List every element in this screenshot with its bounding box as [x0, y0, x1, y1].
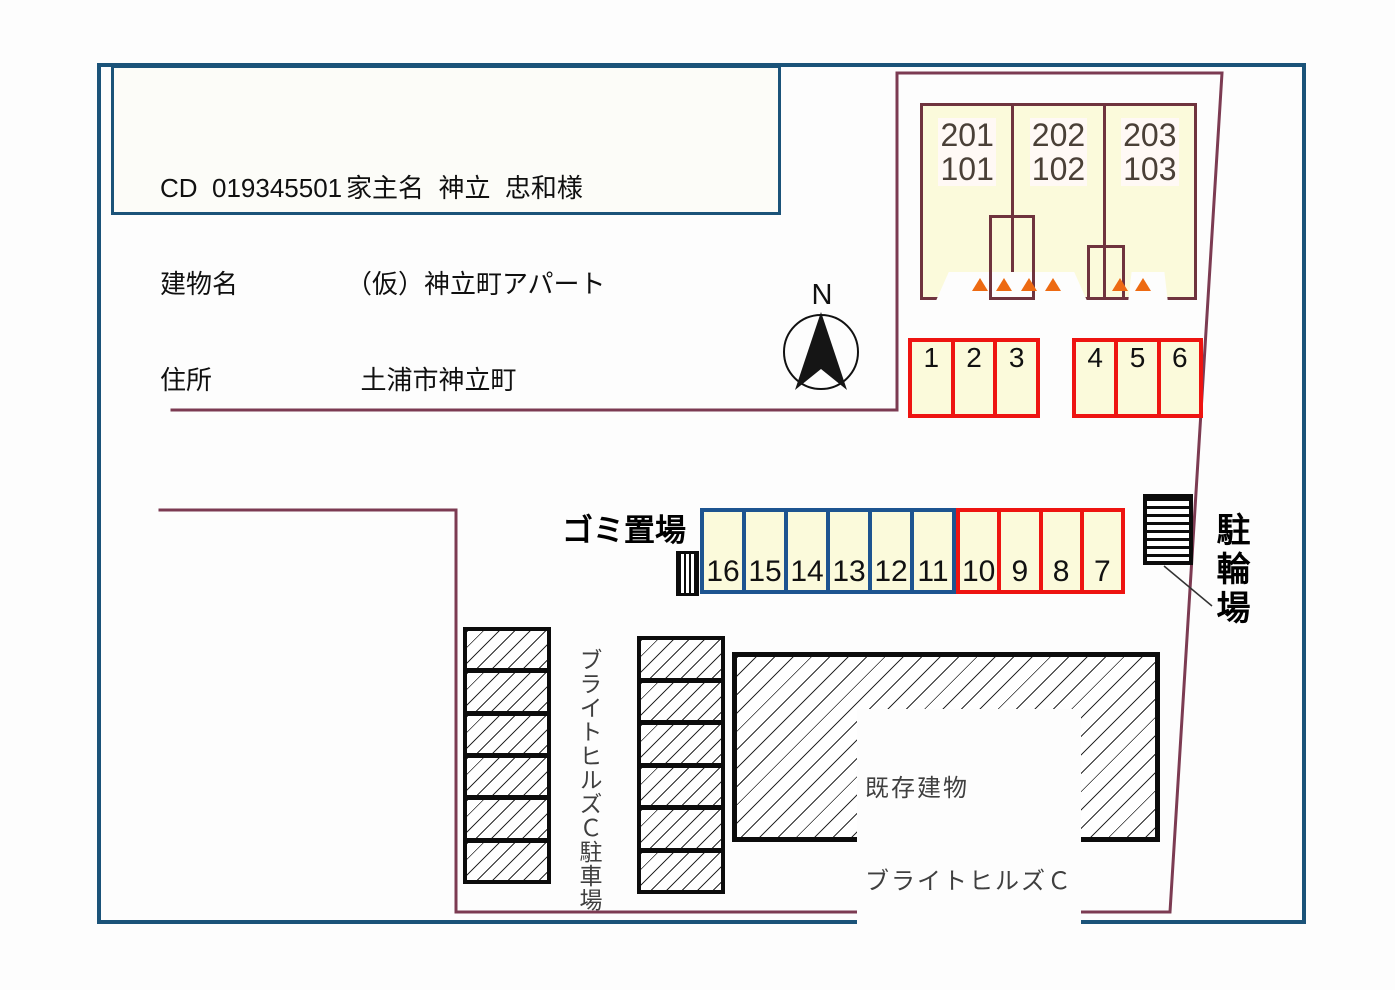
building-unit-1: 201 101	[923, 106, 1011, 297]
unit-1-numbers: 201 101	[923, 118, 1011, 186]
stall-number: 16	[706, 555, 740, 588]
unit-1-lower: 101	[938, 151, 996, 187]
entrance-marker-icon	[1045, 278, 1061, 291]
stall-number: 3	[1008, 342, 1025, 373]
garbage-area-label: ゴミ置場	[562, 513, 686, 548]
bicycle-parking-label: 駐輪場	[1211, 512, 1249, 629]
hatched-parking-bay	[467, 710, 547, 753]
info-cd-line: CD 019345501	[160, 173, 343, 203]
hatched-parking-bay	[641, 805, 721, 848]
garbage-bin-icon	[676, 551, 699, 596]
stall-number: 4	[1087, 342, 1103, 373]
stairwell-box-right	[1087, 245, 1125, 300]
hatched-parking-bay	[641, 677, 721, 720]
unit-2-upper: 202	[1029, 117, 1088, 153]
parking-stall-16: 16	[704, 512, 742, 590]
unit-1-upper: 201	[938, 117, 996, 153]
unit-3-upper: 203	[1121, 117, 1179, 153]
info-building-name-value: （仮）神立町アパート	[346, 269, 606, 299]
parking-stall-6: 6	[1156, 342, 1199, 414]
stall-number: 13	[832, 555, 866, 588]
parking-stall-13: 13	[826, 512, 868, 590]
parking-stall-1: 1	[912, 342, 951, 414]
parking-stall-8: 8	[1038, 512, 1080, 590]
parking-stall-11: 11	[910, 512, 952, 590]
parking-stall-15: 15	[742, 512, 784, 590]
parking-stall-2: 2	[950, 342, 994, 414]
property-info-box: CD 019345501 建物名 住所 家主名 神立 忠和様 （仮）神立町アパー…	[111, 65, 781, 395]
existing-building-line1: 既存建物	[865, 775, 969, 802]
stall-number: 5	[1129, 342, 1146, 373]
hatched-parking-bay	[467, 668, 547, 711]
parking-stall-12: 12	[868, 512, 910, 590]
hatched-parking-bay	[641, 640, 721, 678]
parking-stall-7: 7	[1079, 512, 1121, 590]
hatched-parking-bay	[467, 795, 547, 838]
parking-stall-9: 9	[997, 512, 1039, 590]
hills-parking-column-left	[463, 627, 551, 884]
apartment-building: 201 101 202 102 203 103	[920, 103, 1197, 303]
entrance-marker-icon	[1112, 278, 1128, 291]
entrance-marker-icon	[1135, 278, 1151, 291]
compass-north-label: N	[811, 279, 833, 311]
stall-number: 2	[966, 342, 982, 373]
stall-number: 8	[1052, 555, 1070, 588]
hatched-parking-bay	[641, 847, 721, 890]
info-address-value: 土浦市神立町	[346, 365, 517, 395]
entrance-marker-icon	[996, 278, 1012, 291]
parking-stall-14: 14	[784, 512, 826, 590]
stall-number: 6	[1172, 342, 1188, 373]
hills-parking-label: ブライトヒルズＣ駐車場	[576, 648, 602, 912]
unit-2-lower: 102	[1029, 151, 1088, 187]
parking-stall-3: 3	[993, 342, 1037, 414]
building-unit-2: 202 102	[1011, 106, 1102, 297]
stall-number: 10	[961, 555, 996, 588]
existing-building-label: 既存建物 ブライトヒルズＣ	[857, 709, 1081, 961]
parking-stall-4: 4	[1076, 342, 1115, 414]
info-address-label: 住所	[160, 365, 213, 395]
unit-3-numbers: 203 103	[1106, 118, 1194, 186]
entrance-marker-icon	[1021, 278, 1037, 291]
info-left-column: CD 019345501 建物名 住所	[160, 108, 342, 460]
stall-number: 11	[917, 555, 949, 588]
stall-number: 7	[1094, 555, 1111, 588]
info-building-name-label: 建物名	[160, 269, 239, 299]
parking-stall-5: 5	[1114, 342, 1157, 414]
hills-parking-column-right	[637, 636, 725, 894]
existing-building-line2: ブライトヒルズＣ	[865, 868, 1073, 895]
stall-number: 15	[748, 555, 782, 588]
entrance-marker-icon	[972, 278, 988, 291]
hatched-parking-bay	[641, 720, 721, 763]
existing-building: 既存建物 ブライトヒルズＣ	[732, 652, 1160, 961]
info-owner-line: 家主名 神立 忠和様	[346, 173, 583, 203]
unit-3-lower: 103	[1121, 151, 1179, 187]
stall-number: 12	[874, 555, 908, 588]
info-right-column: 家主名 神立 忠和様 （仮）神立町アパート 土浦市神立町	[346, 108, 605, 460]
stall-number: 9	[1011, 555, 1029, 588]
stall-number: 14	[790, 555, 824, 588]
hatched-parking-bay	[467, 837, 547, 880]
hatched-parking-bay	[467, 752, 547, 796]
hatched-parking-bay	[641, 762, 721, 805]
stall-number: 1	[923, 342, 940, 373]
hatched-parking-bay	[467, 631, 547, 669]
bicycle-parking-icon	[1143, 494, 1193, 565]
parking-stall-10: 10	[960, 512, 998, 590]
building-unit-3: 203 103	[1102, 106, 1194, 297]
unit-2-numbers: 202 102	[1014, 118, 1102, 186]
